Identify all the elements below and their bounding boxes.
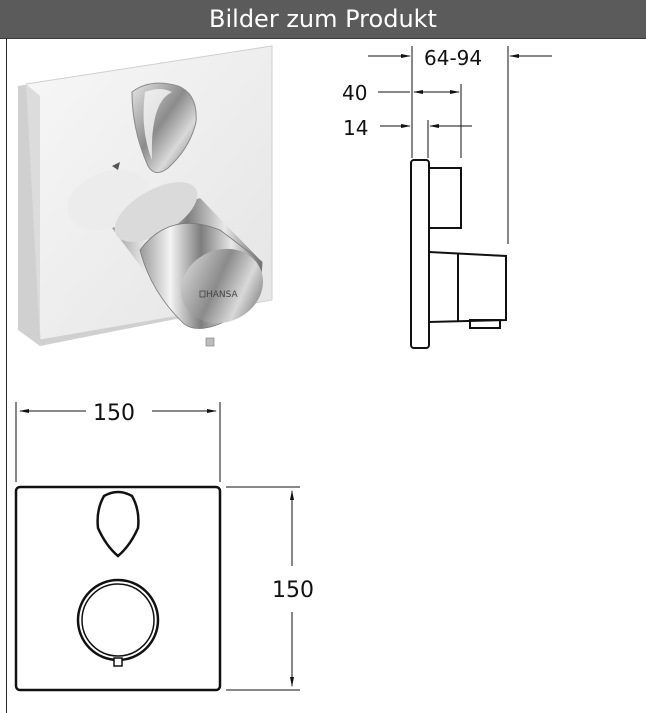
side-view-drawing	[368, 46, 552, 349]
dim-depth-label: 64-94	[424, 46, 482, 70]
section-header: Bilder zum Produkt	[0, 0, 646, 39]
dim-height-label: 150	[272, 578, 314, 603]
brand-logo-text: HANSA	[206, 290, 239, 300]
section-title: Bilder zum Produkt	[209, 5, 437, 33]
dim-plate-label: 14	[343, 116, 368, 140]
product-photo: HANSA	[18, 45, 273, 347]
frame-border	[6, 38, 7, 713]
dim-handle-label: 40	[342, 81, 367, 105]
dim-width-label: 150	[93, 401, 135, 426]
front-view-drawing	[14, 402, 300, 692]
